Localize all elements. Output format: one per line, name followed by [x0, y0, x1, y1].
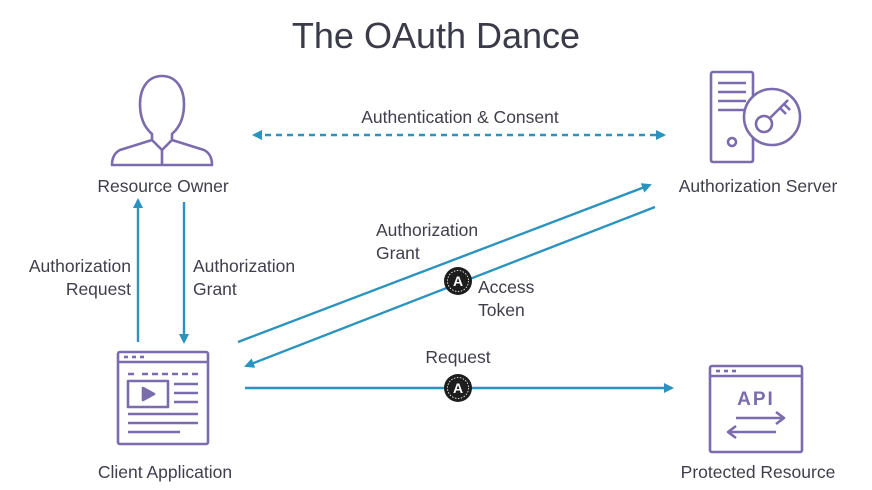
request-token-badge-icon: [444, 374, 472, 402]
access-token-label-line1: Access: [478, 277, 535, 297]
protected-resource-label: Protected Resource: [680, 462, 836, 482]
authorization-request-label-line2: Request: [65, 279, 131, 299]
server-key-icon: [709, 70, 802, 164]
authorization-grant-server-arrow: [237, 183, 652, 344]
authorization-server-label: Authorization Server: [678, 176, 838, 196]
request-label: Request: [425, 347, 491, 367]
api-window-icon: [708, 364, 804, 454]
authorization-request-label-line1: Authorization: [28, 256, 131, 276]
authorization-grant-owner-label-line1: Authorization: [193, 256, 296, 276]
authorization-grant-server-label-line1: Authorization: [376, 220, 479, 240]
authentication-consent-label: Authentication & Consent: [361, 107, 559, 127]
authorization-grant-owner-label-line2: Grant: [193, 279, 237, 299]
token-badge-letter: A: [453, 380, 463, 396]
resource-owner-label: Resource Owner: [97, 176, 229, 196]
access-token-badge-icon: [444, 267, 472, 295]
diagram-title: The OAuth Dance: [291, 15, 581, 56]
client-application-label: Client Application: [97, 462, 233, 482]
browser-window-icon: [116, 350, 210, 446]
access-token-label-line2: Token: [478, 300, 525, 320]
user-icon: [110, 74, 214, 167]
token-badge-letter: A: [453, 273, 463, 289]
authorization-grant-server-label-line2: Grant: [376, 243, 420, 263]
api-icon-text: API: [737, 389, 775, 410]
